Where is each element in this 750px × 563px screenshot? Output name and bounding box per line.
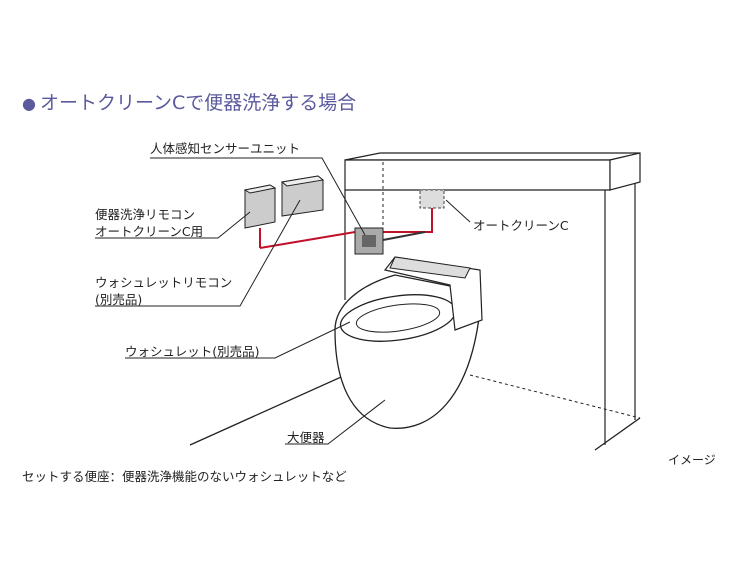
label-washlet: ウォシュレット(別売品) — [125, 344, 260, 359]
floor-hidden-line — [469, 374, 641, 419]
label-washlet-remote-line1: ウォシュレットリモコン — [95, 275, 233, 290]
toilet-flush-remote — [243, 184, 277, 229]
title-text: オートクリーンCで便器洗浄する場合 — [39, 92, 357, 114]
sensor-unit — [354, 227, 384, 255]
label-remote-line2: オートクリーンC用 — [95, 224, 204, 239]
washlet-remote — [280, 175, 325, 217]
bullet-icon: ● — [22, 94, 36, 113]
toilet — [334, 256, 483, 429]
label-remote-line1: 便器洗浄リモコン — [95, 207, 196, 222]
label-sensor: 人体感知センサーユニット — [150, 141, 301, 156]
label-washlet-remote-line2: (別売品) — [95, 292, 143, 307]
autoclean-unit — [419, 189, 471, 223]
sensor-leader — [150, 157, 366, 236]
floor-line-right — [594, 417, 641, 451]
image-note: イメージ — [668, 453, 716, 467]
label-toilet: 大便器 — [287, 430, 325, 445]
label-autoclean: オートクリーンC — [473, 218, 569, 233]
red-wire — [259, 208, 433, 249]
page-title: ●オートクリーンCで便器洗浄する場合 — [22, 88, 356, 115]
cabinet — [344, 152, 641, 445]
footnote: セットする便座：便器洗浄機能のないウォシュレットなど — [22, 469, 347, 484]
